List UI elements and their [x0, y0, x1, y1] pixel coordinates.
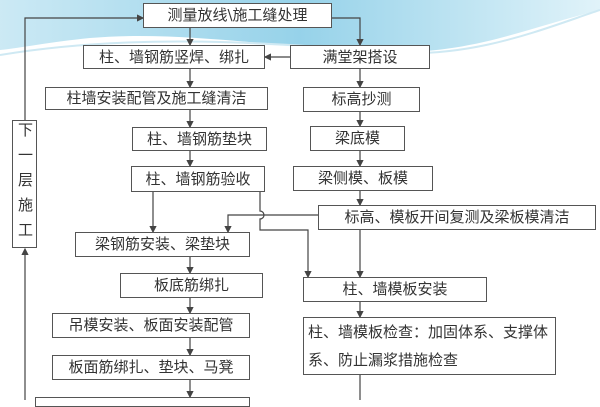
node-column-rebar-weld: 柱、墙钢筋竖焊、绑扎: [83, 45, 265, 69]
node-bottom-partial: [35, 397, 250, 407]
node-slab-top-rebar: 板面筋绑扎、垫块、马凳: [52, 355, 250, 380]
node-rebar-acceptance: 柱、墙钢筋验收: [131, 166, 265, 192]
node-column-wall-form: 柱、墙模板安装: [303, 277, 487, 302]
node-slab-bottom-rebar: 板底筋绑扎: [120, 273, 263, 298]
node-beam-side-slab-form: 梁侧模、板模: [293, 166, 433, 191]
node-rebar-spacer: 柱、墙钢筋垫块: [132, 127, 267, 151]
node-recheck-clean: 标高、模板开间复测及梁板模清洁: [318, 205, 596, 230]
node-beam-rebar: 梁钢筋安装、梁垫块: [75, 232, 250, 257]
node-elevation: 标高抄测: [303, 87, 420, 112]
node-survey: 测量放线\施工缝处理: [143, 3, 332, 28]
node-hanging-form: 吊模安装、板面安装配管: [52, 313, 250, 338]
node-scaffold: 满堂架搭设: [290, 45, 430, 69]
node-form-inspection: 柱、墙模板检查：加固体系、支撑体系、防止漏浆措施检查: [303, 317, 556, 375]
node-next-floor: 下一层施工: [12, 120, 37, 248]
node-conduit-joint-clean: 柱墙安装配管及施工缝清洁: [45, 87, 268, 110]
node-beam-bottom-form: 梁底模: [310, 126, 405, 151]
